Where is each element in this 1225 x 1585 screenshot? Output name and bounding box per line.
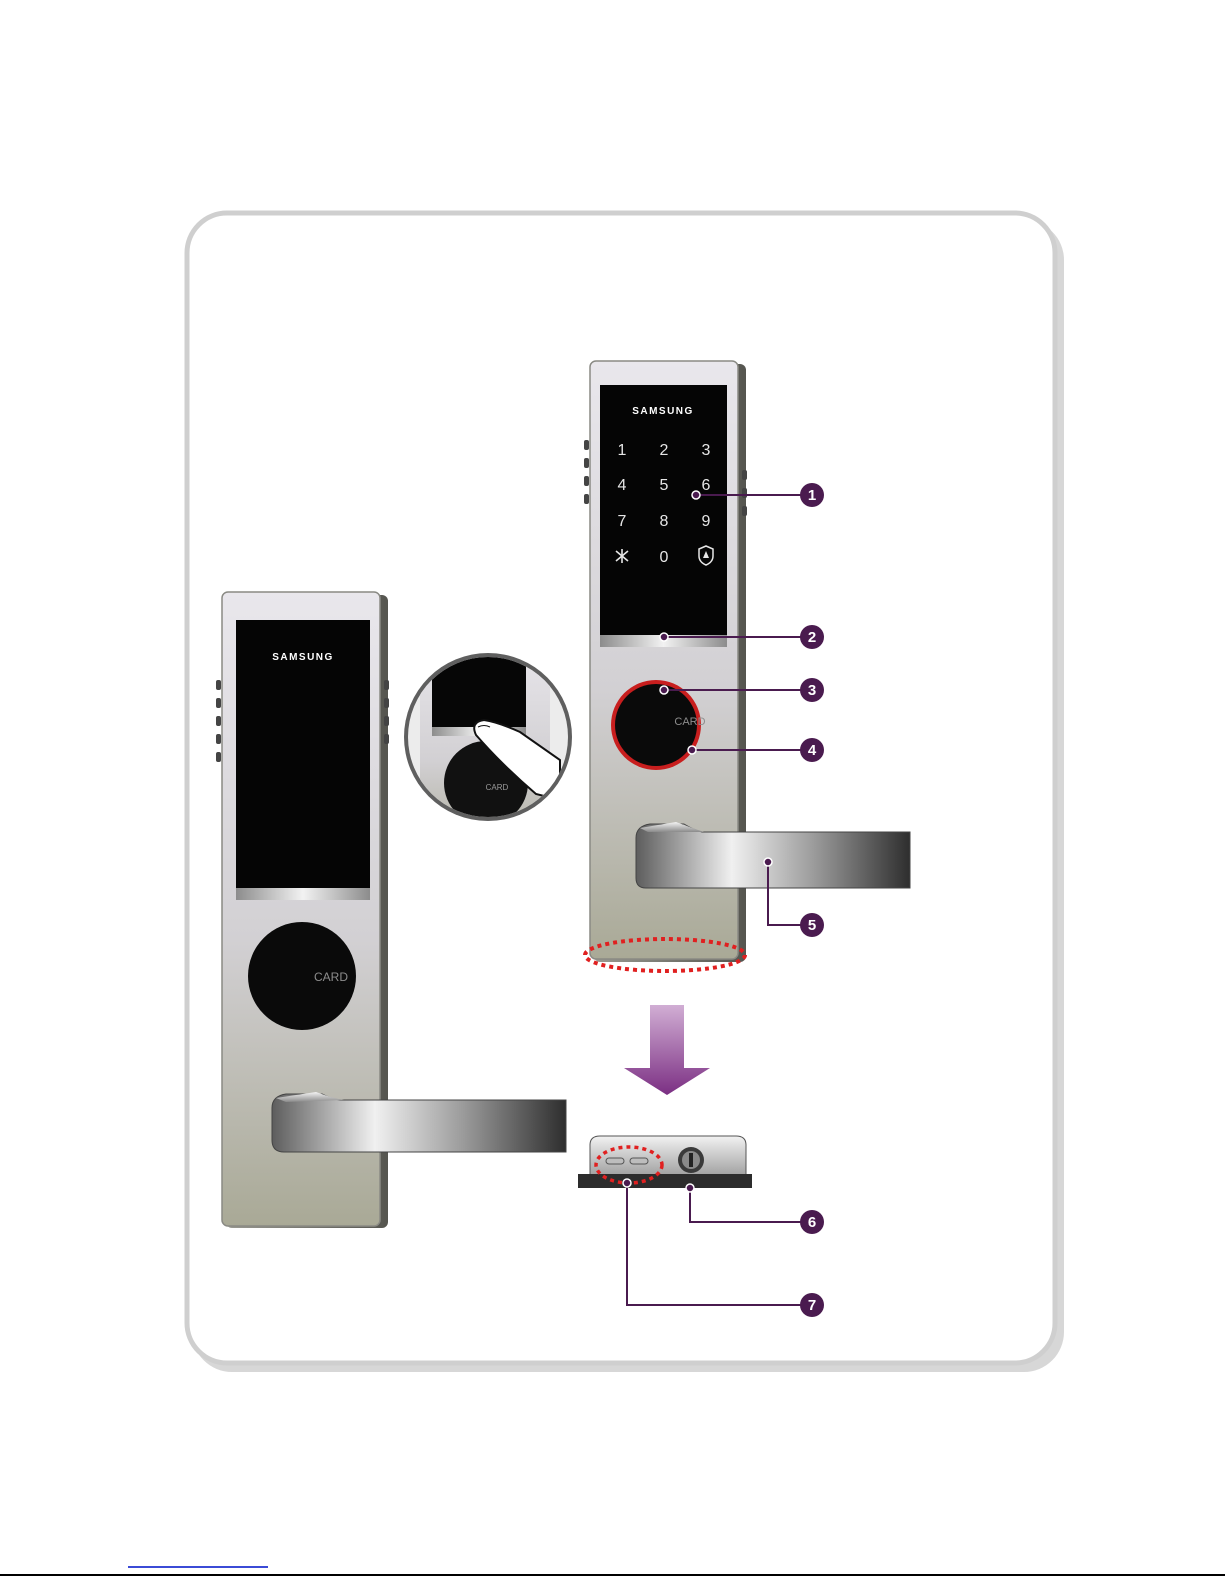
brand-label: SAMSUNG	[272, 652, 334, 663]
key-1[interactable]: 1	[618, 442, 627, 459]
callout-7-number: 7	[808, 1297, 816, 1314]
fingerprint-strip	[236, 888, 370, 900]
callout-6-number: 6	[808, 1214, 816, 1231]
footer-link-underline[interactable]	[128, 1566, 268, 1568]
key-5[interactable]: 5	[660, 477, 669, 494]
callout-2-number: 2	[808, 629, 816, 646]
callout-3-number: 3	[808, 682, 816, 699]
keypad-screen	[600, 385, 727, 635]
card-label: CARD	[314, 970, 348, 984]
callout-1-number: 1	[808, 487, 816, 504]
battery-terminal-right	[630, 1158, 648, 1164]
callout-5-number: 5	[808, 917, 816, 934]
lock-bottom-view	[578, 1136, 752, 1188]
brand-label-detail: SAMSUNG	[632, 406, 694, 417]
page-bottom-rule	[0, 1574, 1225, 1576]
card-label-detail: CARD	[674, 716, 705, 728]
key-8[interactable]: 8	[660, 513, 669, 530]
key-2[interactable]: 2	[660, 442, 669, 459]
key-3[interactable]: 3	[702, 442, 711, 459]
battery-terminal-left	[606, 1158, 624, 1164]
key-6[interactable]: 6	[702, 477, 711, 494]
callout-4-number: 4	[808, 742, 817, 759]
key-0[interactable]: 0	[660, 549, 669, 566]
key-9[interactable]: 9	[702, 513, 711, 530]
door-handle-detail	[636, 824, 910, 888]
key-7[interactable]: 7	[618, 513, 627, 530]
inset-card-label: CARD	[486, 783, 509, 792]
door-handle	[272, 1094, 566, 1152]
key-4[interactable]: 4	[618, 477, 627, 494]
